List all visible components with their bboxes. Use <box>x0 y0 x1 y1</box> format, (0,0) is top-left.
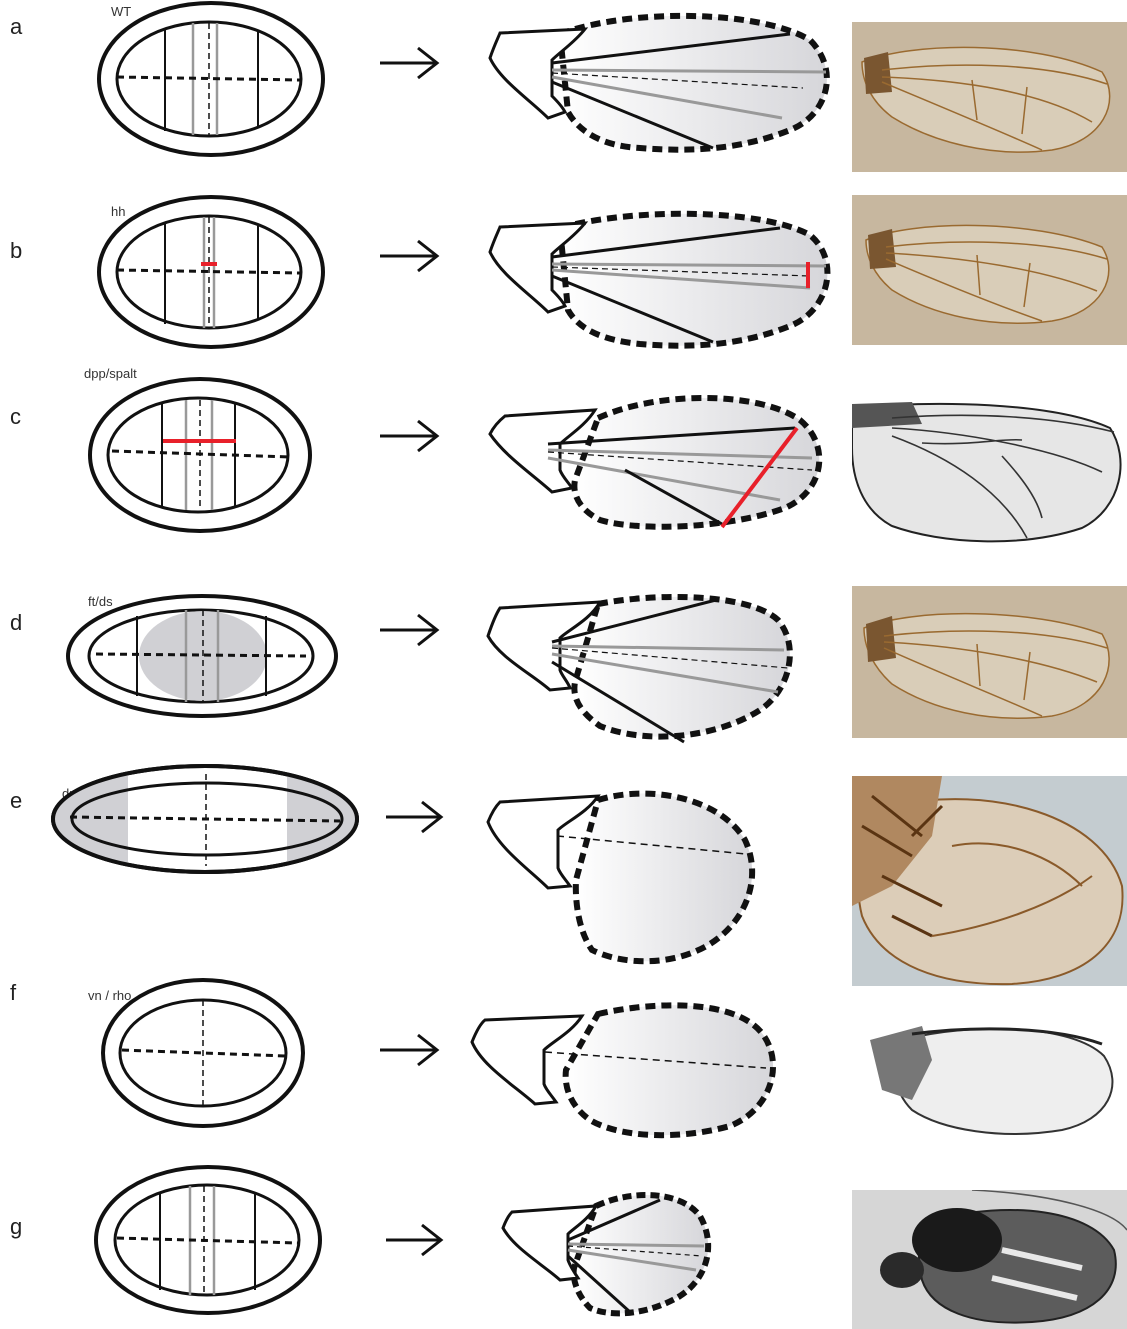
embryo-disc-diagram <box>90 379 310 531</box>
wing-diagram <box>490 214 827 346</box>
embryo-disc-diagram <box>68 596 336 716</box>
embryo-disc-diagram <box>99 197 323 347</box>
panel-g: g <box>0 1160 1127 1329</box>
right-arrow-icon <box>386 802 441 832</box>
right-arrow-icon <box>380 241 437 271</box>
shaded-region <box>287 764 359 874</box>
wing-diagram <box>472 1005 773 1135</box>
panel-c: c dpp/spalt <box>0 360 1127 550</box>
wing-photo-drawing <box>852 1000 1127 1158</box>
wing-photo-drawing <box>852 398 1127 546</box>
wing-photo <box>852 1000 1127 1158</box>
wing-diagram <box>488 597 790 742</box>
wing-photo <box>852 398 1127 546</box>
wing-photo <box>852 22 1127 172</box>
wing-photo-drawing <box>852 22 1127 172</box>
wing-photo-drawing <box>852 1190 1127 1329</box>
embryo-disc-diagram <box>96 1167 320 1313</box>
wing-photo <box>852 586 1127 738</box>
embryo-disc-diagram <box>50 764 359 874</box>
wing-photo <box>852 776 1127 986</box>
wing-photo-drawing <box>852 586 1127 738</box>
wing-photo-drawing <box>852 776 1127 986</box>
wing-photo <box>852 1190 1127 1329</box>
panel-f: f vn / rho <box>0 980 1127 1160</box>
wing-diagram <box>488 794 752 962</box>
right-arrow-icon <box>380 48 437 78</box>
right-arrow-icon <box>380 421 437 451</box>
embryo-disc-diagram <box>99 3 323 155</box>
right-arrow-icon <box>386 1225 441 1255</box>
wing-diagram <box>490 16 827 150</box>
embryo-disc-diagram <box>103 980 303 1126</box>
right-arrow-icon <box>380 1035 437 1065</box>
wing-photo-drawing <box>852 195 1127 345</box>
wing-photo <box>852 195 1127 345</box>
shaded-region <box>50 764 128 874</box>
panel-b: b hh <box>0 180 1127 360</box>
panel-d: d ft/ds <box>0 550 1127 750</box>
panel-a: a WT <box>0 0 1127 180</box>
panel-e: e dpp/brk <box>0 750 1127 980</box>
wing-diagram <box>503 1195 708 1313</box>
wing-diagram <box>490 398 819 527</box>
right-arrow-icon <box>380 615 437 645</box>
